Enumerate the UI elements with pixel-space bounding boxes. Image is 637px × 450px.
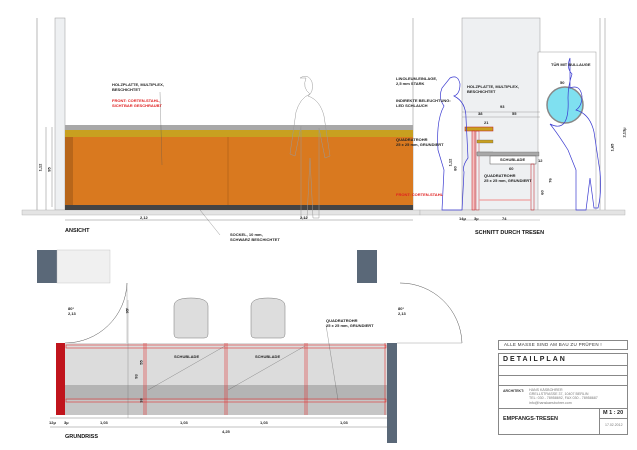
view-title-section: SCHNITT DURCH TRESEN xyxy=(475,230,545,236)
wall-right xyxy=(357,250,377,283)
dim-38-plan: 38 xyxy=(138,398,144,403)
person-silhouette-left xyxy=(437,76,469,211)
note-corten-section: FRONT: CORTEN-STAHL xyxy=(396,192,444,197)
corten-front xyxy=(65,137,413,205)
person-silhouette-right xyxy=(549,57,602,211)
note-door: TÜR MIT BULLAUGE xyxy=(551,62,591,67)
dim-porthole: 50 xyxy=(560,80,565,85)
dim-55-plan: 55 xyxy=(138,360,144,365)
title-block: DETAILPLAN ARCHITEKT: HANS KÄSBOHRER GRE… xyxy=(498,353,628,435)
note-led: INDIREKTE BELEUCHTUNG: LED SCHLAUCH xyxy=(396,98,451,108)
dim-21: 21 xyxy=(484,120,489,125)
drawing-title: DETAILPLAN xyxy=(503,356,567,363)
architect-email: info@hanskaesbohrer.com xyxy=(529,400,572,405)
dim-seg-3: 1,03 xyxy=(260,420,268,425)
dim-213: 2,13µ xyxy=(621,127,627,138)
drawer xyxy=(489,155,537,165)
dim-93: 93 xyxy=(500,104,505,109)
note-tube-plan: QUADRATROHR 25 x 25 mm, GRUNDIERT xyxy=(326,318,374,328)
dim-14: 14µ xyxy=(459,216,466,221)
dim-55: 55 xyxy=(512,111,517,116)
counter-top xyxy=(65,125,413,130)
elevation-view xyxy=(21,17,421,236)
person-silhouette xyxy=(289,75,331,219)
door-right-label: 80¹ 2,13 xyxy=(398,306,406,316)
architect-name: HANS KÄSBOHRER xyxy=(529,388,563,392)
door-swing-left xyxy=(64,282,128,344)
drawer-label-section: SCHUBLADE xyxy=(500,157,526,162)
dim-95-plan: 95¹ xyxy=(124,307,130,314)
title-block-notice: ALLE MASSE SIND AM BAU ZU PRÜFEN ! xyxy=(498,340,628,350)
dim-165: 1,65 xyxy=(609,143,615,152)
architect-street: GRELLSTRASSE 37, 10407 BERLIN xyxy=(529,392,589,397)
architect-label: ARCHITEKT: xyxy=(503,389,524,393)
date: 17.02.2012 xyxy=(605,423,623,427)
view-title-elevation: ANSICHT xyxy=(65,228,90,234)
note-plinth: SOCKEL, 10 mm, SCHWARZ BESCHICHTET xyxy=(230,232,280,242)
floor xyxy=(21,209,421,216)
note-linoleum: LINOLEUM-EINLAGE, 2,5 mm STARK xyxy=(396,76,438,86)
note-countertop-section: HOLZPLATTE, MULTIPLEX, BESCHICHTET xyxy=(467,84,519,94)
notice-text: ALLE MASSE SIND AM BAU ZU PRÜFEN ! xyxy=(504,342,602,347)
dim-seg-4: 1,03 xyxy=(340,420,348,425)
column-right xyxy=(387,343,397,443)
porthole xyxy=(546,86,584,124)
dim-38: 38 xyxy=(478,111,483,116)
dim-post: 3µ xyxy=(64,420,69,425)
wall-left xyxy=(37,250,57,283)
dim-74: 74 xyxy=(502,216,507,221)
dim-60-v: 60 xyxy=(539,190,545,195)
scale: M 1 : 20 xyxy=(603,410,624,416)
project-name: EMPFANGS-TRESEN xyxy=(503,416,559,422)
chair-1 xyxy=(173,297,209,339)
dim-depth: 93 xyxy=(133,374,139,379)
dim-76: 76 xyxy=(547,178,553,183)
dim-inner: 95 xyxy=(46,167,52,172)
door-swing-right xyxy=(399,282,463,344)
corten-end xyxy=(56,343,65,415)
dim-3: 3µ xyxy=(474,216,479,221)
plan-view xyxy=(37,249,463,443)
note-tube-2: QUADRATROHR 25 x 25 mm, GRUNDIERT xyxy=(484,173,532,183)
drawer-label-1: SCHUBLADE xyxy=(174,354,200,359)
dim-80: 80 xyxy=(452,166,458,171)
column xyxy=(54,17,66,211)
architect-phone: TEL: 030 - 78958692, FAX 030 - 78958687 xyxy=(529,396,598,401)
dim-total: 4,25 xyxy=(222,429,230,434)
note-tube-1: QUADRATROHR 25 x 25 mm, GRUNDIERT xyxy=(396,137,444,147)
dim-height: 1,12 xyxy=(37,163,43,172)
dim-edge: 12µ xyxy=(49,420,56,425)
architect-address: HANS KÄSBOHRER GRELLSTRASSE 37, 10407 BE… xyxy=(529,388,598,405)
dim-right: 2,12 xyxy=(300,215,308,220)
note-corten-front: FRONT: CORTEN-STAHL, SICHTBAR GESCHRAUBT xyxy=(112,98,162,108)
door xyxy=(537,51,597,211)
base-plinth xyxy=(65,205,413,210)
chair-2 xyxy=(250,297,286,339)
view-title-plan: GRUNDRISS xyxy=(65,434,99,440)
dim-seg-1: 1,03 xyxy=(100,420,108,425)
dim-60: 60 xyxy=(509,166,514,171)
note-countertop: HOLZPLATTE, MULTIPLEX, BESCHICHTET xyxy=(112,82,164,92)
dim-12: 12 xyxy=(538,158,543,163)
section-view xyxy=(419,17,626,221)
counter-top-edge xyxy=(65,130,413,137)
door-left-label: 80¹ 2,13 xyxy=(68,306,76,316)
drawer-label-2: SCHUBLADE xyxy=(255,354,281,359)
dim-112: 1,12 xyxy=(447,158,453,167)
dim-seg-2: 1,03 xyxy=(180,420,188,425)
dim-left: 2,12 xyxy=(140,215,148,220)
